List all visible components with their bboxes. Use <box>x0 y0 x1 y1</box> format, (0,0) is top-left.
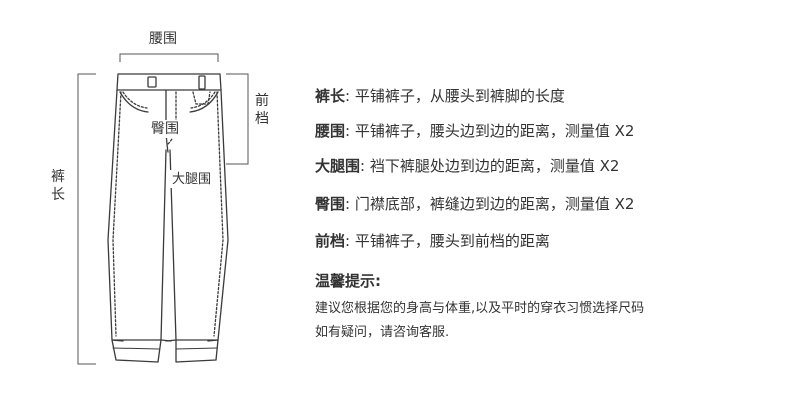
definition-desc: : 平铺裤子，腰头边到边的距离，测量值 X2 <box>345 122 635 140</box>
definition-desc: : 平铺裤子，从腰头到裤脚的长度 <box>345 87 565 105</box>
pocket-right-stitch <box>190 91 216 109</box>
definition-hip: 臀围: 门襟底部，裤缝边到边的距离，测量值 X2 <box>315 194 634 214</box>
pocket-left-stitch <box>122 91 148 109</box>
definition-term: 裤长 <box>315 87 346 105</box>
definition-length: 裤长: 平铺裤子，从腰头到裤脚的长度 <box>315 86 565 106</box>
length-label: 裤长 <box>51 169 65 203</box>
waist-measure-line <box>119 53 219 62</box>
tips-line: 建议您根据您的身高与体重,以及平时的穿衣习惯选择尺码 <box>315 301 645 316</box>
side-seam-right <box>213 91 224 337</box>
definition-term: 大腿围 <box>315 157 361 175</box>
definition-term: 臀围 <box>315 195 346 213</box>
cuff-left <box>111 339 162 363</box>
tips-line: 如有疑问，请咨询客服. <box>315 325 450 340</box>
definition-desc: : 平铺裤子，腰头到前档的距离 <box>345 232 550 250</box>
waist-label: 腰围 <box>149 31 177 47</box>
definition-term: 前档 <box>315 232 346 250</box>
coin-pocket <box>192 91 211 105</box>
tips-title: 温馨提示: <box>315 272 381 290</box>
front-rise-measure-line <box>226 73 249 165</box>
definition-desc: : 门襟底部，裤缝边到边的距离，测量值 X2 <box>345 195 635 213</box>
cuff-right <box>175 339 219 363</box>
definition-front-rise: 前档: 平铺裤子，腰头到前档的距离 <box>315 231 550 251</box>
thigh-label: 大腿围 <box>172 172 212 187</box>
definition-term: 腰围 <box>315 122 346 140</box>
side-seam-left <box>112 91 122 337</box>
pocket-left <box>119 91 149 113</box>
definition-thigh: 大腿围: 裆下裤腿处边到边的距离，测量值 X2 <box>315 156 619 176</box>
tips-body: 建议您根据您的身高与体重,以及平时的穿衣习惯选择尺码 如有疑问，请咨询客服. <box>315 297 775 345</box>
definition-desc: : 裆下裤腿处边到边的距离，测量值 X2 <box>360 157 620 175</box>
waist-button <box>147 76 157 88</box>
hip-measure-bg <box>150 120 188 138</box>
pocket-right <box>189 91 219 113</box>
definition-waist: 腰围: 平铺裤子，腰头边到边的距离，测量值 X2 <box>315 121 634 141</box>
pants-outline <box>107 89 229 342</box>
belt-loop <box>198 75 206 90</box>
cuff-right-fold <box>175 347 218 350</box>
cuff-left-fold <box>112 347 160 350</box>
hip-label: 臀围 <box>151 121 179 137</box>
length-measure-line <box>77 73 96 365</box>
thigh-measure-bg <box>170 170 218 188</box>
front-rise-label: 前档 <box>255 93 269 127</box>
